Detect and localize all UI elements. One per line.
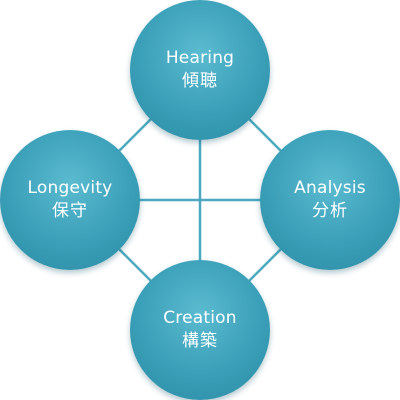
node-creation: Creation 構築 [130,260,270,400]
node-longevity-label-en: Longevity [27,178,113,198]
node-creation-label-jp: 構築 [182,331,218,351]
node-longevity: Longevity 保守 [0,130,140,270]
node-hearing-label-en: Hearing [165,48,235,68]
node-longevity-label-jp: 保守 [52,201,88,221]
node-analysis-label-jp: 分析 [312,201,348,221]
node-creation-label-en: Creation [163,308,237,328]
node-hearing-label-jp: 傾聴 [182,71,218,91]
node-hearing: Hearing 傾聴 [130,0,270,140]
node-analysis: Analysis 分析 [260,130,400,270]
node-analysis-label-en: Analysis [294,178,366,198]
